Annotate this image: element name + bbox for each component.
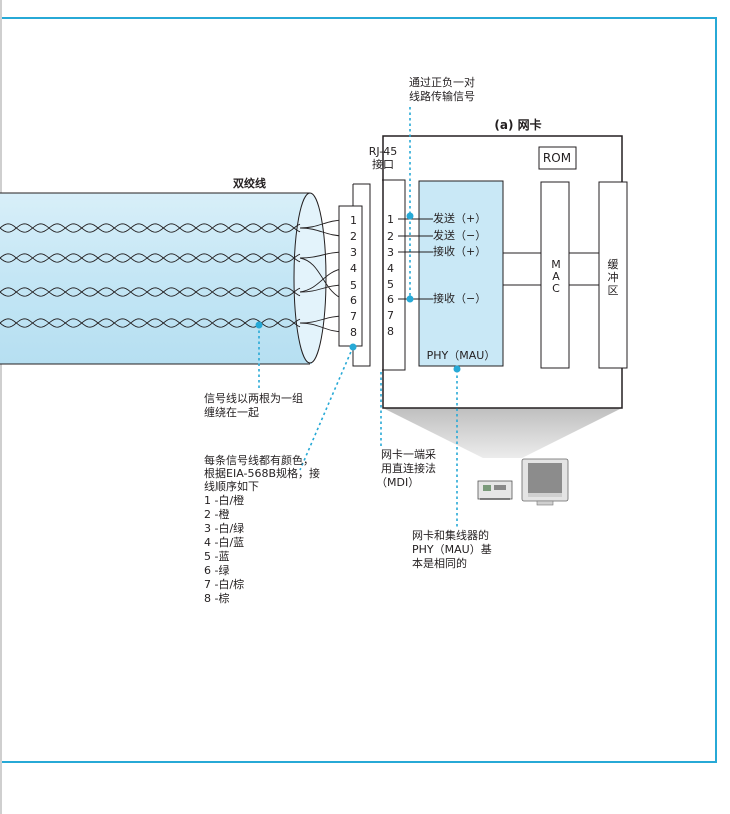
cable-body <box>0 193 312 364</box>
cable-label: 双绞线 <box>233 176 266 190</box>
cable-pin-4: 4 <box>350 262 357 275</box>
color-pin-5: 5 -蓝 <box>204 550 229 563</box>
cable-pin-1: 1 <box>350 214 357 227</box>
twisted-pair-4-wire-2 <box>0 318 301 328</box>
card-shadow <box>383 408 622 458</box>
phy-label: PHY（MAU） <box>427 349 496 362</box>
color-pin-7: 7 -白/棕 <box>204 577 244 591</box>
nic-pin-5: 5 <box>387 278 394 291</box>
buffer-char-1: 缓 <box>608 258 619 271</box>
cable-pin-2: 2 <box>350 230 357 243</box>
twisted-pair-1-wire-2 <box>0 223 301 233</box>
rj45-label-line1: RJ-45 <box>369 145 397 158</box>
rj45-label-line2: 接口 <box>372 158 394 171</box>
signal-tx-plus: 发送（+） <box>433 211 486 225</box>
note-mdi-line3: （MDI） <box>376 476 419 489</box>
color-pin-4: 4 -白/蓝 <box>204 535 244 549</box>
note-twisted-line2: 缠绕在一起 <box>204 405 259 419</box>
rom-chip <box>538 146 577 170</box>
cable-pin-6: 6 <box>350 294 357 307</box>
mac-block <box>540 181 570 369</box>
twisted-pair-cable <box>0 192 327 365</box>
buffer-char-2: 冲 <box>608 270 619 284</box>
card-title: (a) 网卡 <box>494 117 541 132</box>
page-frame <box>2 17 717 763</box>
rj45-jack <box>382 179 406 371</box>
twisted-pair-2-wire-2 <box>0 253 301 263</box>
cable-pin-5: 5 <box>350 279 357 292</box>
cable-pin-3: 3 <box>350 246 357 259</box>
color-pin-1: 1 -白/橙 <box>204 493 244 507</box>
note-phy-line2: PHY（MAU）基 <box>412 543 492 556</box>
cable-pin-7: 7 <box>350 310 357 323</box>
note-mdi-line2: 用直连接法 <box>381 461 436 475</box>
nic-pin-8: 8 <box>387 325 394 338</box>
bus-lines <box>503 252 599 286</box>
nic-pin-labels: 1 2 3 4 5 6 7 8 <box>387 213 394 338</box>
color-pin-8: 8 -棕 <box>204 591 229 605</box>
twisted-pair-4-wire-1 <box>0 318 301 328</box>
note-mdi-line1: 网卡一端采 <box>381 448 436 461</box>
note-colors-line2: 根据EIA-568B规格，接 <box>204 466 320 480</box>
twisted-pair-3-wire-2 <box>0 287 301 297</box>
twisted-pair-2-wire-1 <box>0 253 301 263</box>
note-colors-line1: 每条信号线都有颜色， <box>204 453 314 467</box>
signal-rx-minus: 接收（−） <box>433 291 486 305</box>
twisted-pair-1-wire-1 <box>0 223 301 233</box>
note-phy-line1: 网卡和集线器的 <box>412 528 489 542</box>
nic-pin-1: 1 <box>387 213 394 226</box>
computer-with-nic-icon <box>477 458 569 506</box>
nic-pin-7: 7 <box>387 309 394 322</box>
note-color-order: 每条信号线都有颜色， 根据EIA-568B规格，接 线顺序如下 1 -白/橙 2… <box>204 453 320 605</box>
mac-letter-3: C <box>552 282 560 295</box>
note-twisted-line1: 信号线以两根为一组 <box>204 391 303 405</box>
twisted-pairs <box>0 223 301 328</box>
cable-end <box>293 192 327 364</box>
phy-block <box>418 180 504 367</box>
nic-pin-6: 6 <box>387 293 394 306</box>
color-pin-6: 6 -绿 <box>204 563 229 577</box>
leader-dots <box>255 212 461 373</box>
pin-leads <box>398 218 433 300</box>
buffer-block <box>598 181 628 369</box>
twisted-pair-3-wire-1 <box>0 287 301 297</box>
cable-pin-8: 8 <box>350 326 357 339</box>
note-differential-line1: 通过正负一对 <box>409 75 475 89</box>
note-phy-line3: 本是相同的 <box>412 556 467 570</box>
mac-letter-2: A <box>552 270 560 283</box>
mac-letter-1: M <box>551 258 561 271</box>
nic-pin-4: 4 <box>387 262 394 275</box>
buffer-char-3: 区 <box>608 284 619 297</box>
cable-pin-labels: 1 2 3 4 5 6 7 8 <box>350 214 357 339</box>
color-pin-2: 2 -橙 <box>204 507 229 521</box>
note-colors-line3: 线顺序如下 <box>204 479 259 493</box>
signal-rx-plus: 接收（+） <box>433 244 486 258</box>
leader-lines <box>258 107 458 528</box>
color-pin-3: 3 -白/绿 <box>204 521 244 535</box>
signal-tx-minus: 发送（−） <box>433 228 486 242</box>
note-differential-line2: 线路传输信号 <box>409 89 475 103</box>
nic-pin-3: 3 <box>387 246 394 259</box>
rom-label: ROM <box>543 151 571 165</box>
left-margin-rule <box>0 0 2 814</box>
nic-pin-2: 2 <box>387 230 394 243</box>
